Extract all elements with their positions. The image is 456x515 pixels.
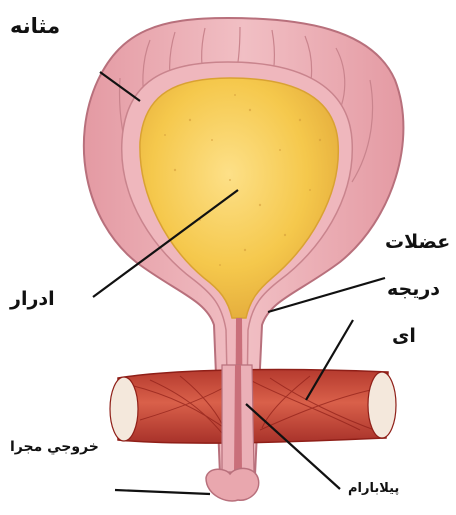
- label-pelvic-floor: پیلابارام: [348, 482, 399, 495]
- label-urine: ادرار: [10, 290, 55, 309]
- label-valve-muscles-line2: دریجه: [387, 280, 440, 299]
- urethral-outlet: [206, 468, 259, 501]
- label-bladder: مثانه: [10, 16, 60, 37]
- leader-line-outlet: [115, 490, 210, 494]
- label-urethral-outlet: خروجي مجرا: [10, 440, 99, 454]
- label-valve-muscles-line1: عضلات: [385, 233, 450, 252]
- label-valve-muscles-line3: ای: [392, 327, 416, 346]
- urethra-lower-channel: [234, 365, 242, 472]
